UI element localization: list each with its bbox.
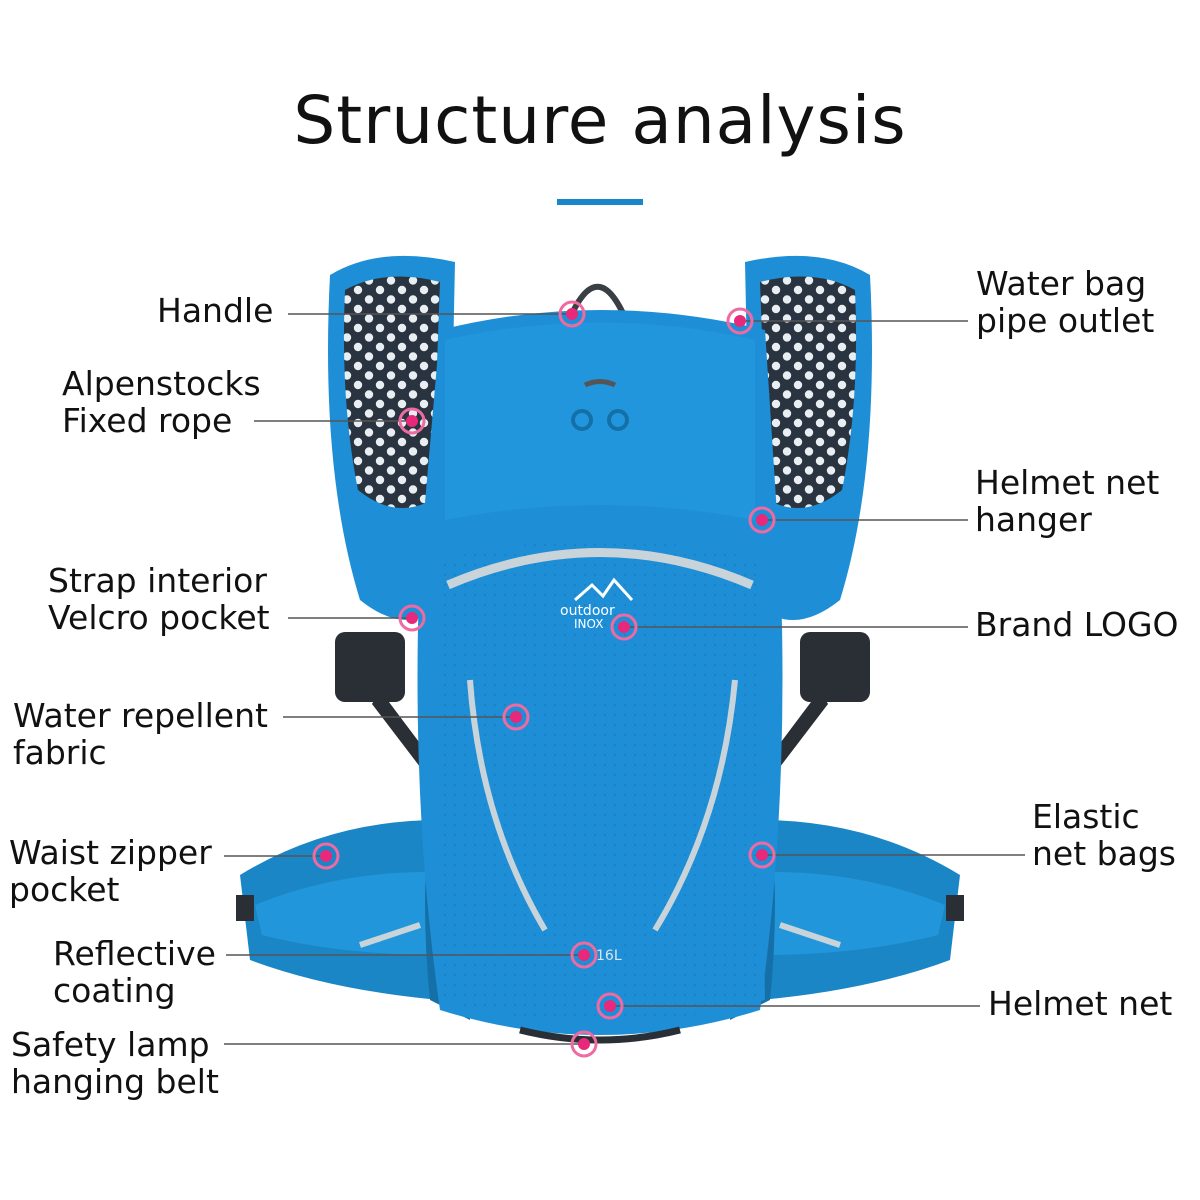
label-line: net bags	[1032, 834, 1176, 873]
label-reflective: Reflective coating	[53, 935, 216, 1009]
marker-alpenstocks	[398, 407, 426, 435]
label-alpenstocks: Alpenstocks Fixed rope	[62, 365, 261, 439]
marker-helmet-net	[596, 992, 624, 1020]
label-line: Reflective	[53, 934, 216, 973]
marker-helmet-hanger	[748, 506, 776, 534]
brand-logo: outdoor INOX	[560, 577, 634, 631]
label-water-bag: Water bag pipe outlet	[976, 265, 1154, 339]
label-line: Waist zipper	[9, 833, 212, 872]
svg-text:INOX: INOX	[574, 617, 603, 631]
label-fabric: Water repellent fabric	[13, 697, 268, 771]
marker-strap-pocket	[398, 604, 426, 632]
label-line: hanging belt	[11, 1062, 219, 1101]
label-line: Water repellent	[13, 696, 268, 735]
marker-elastic-bags	[748, 841, 776, 869]
label-line: Helmet net	[975, 463, 1160, 502]
marker-water-bag	[726, 307, 754, 335]
sternum-buckle-left	[335, 632, 405, 702]
label-line: Velcro pocket	[48, 598, 270, 637]
label-helmet-net: Helmet net	[988, 985, 1172, 1022]
label-safety-lamp: Safety lamp hanging belt	[11, 1026, 219, 1100]
marker-fabric	[502, 703, 530, 731]
label-line: fabric	[13, 733, 107, 772]
leader-lines	[224, 313, 1025, 1045]
page-title: Structure analysis	[293, 82, 907, 159]
marker-safety-lamp	[570, 1030, 598, 1058]
label-line: Alpenstocks	[62, 364, 261, 403]
title-underline	[557, 199, 643, 205]
marker-reflective	[570, 941, 598, 969]
label-line: Fixed rope	[62, 401, 233, 440]
label-helmet-hanger: Helmet net hanger	[975, 464, 1159, 538]
label-handle: Handle	[157, 292, 273, 329]
sternum-buckle-right	[800, 632, 870, 702]
label-line: Handle	[157, 291, 274, 330]
callout-markers	[312, 300, 776, 1058]
label-elastic-bags: Elastic net bags	[1032, 798, 1176, 872]
marker-waist-pocket	[312, 842, 340, 870]
marker-handle	[558, 300, 586, 328]
label-line: pocket	[9, 870, 120, 909]
label-line: Water bag	[976, 264, 1147, 303]
main-body	[417, 310, 783, 1044]
label-waist-pocket: Waist zipper pocket	[9, 834, 212, 908]
label-line: Helmet net	[988, 984, 1173, 1023]
svg-text:outdoor: outdoor	[560, 603, 615, 619]
label-brand-logo: Brand LOGO	[975, 606, 1179, 643]
label-line: Strap interior	[48, 561, 267, 600]
label-strap-pocket: Strap interior Velcro pocket	[48, 562, 270, 636]
capacity-label: 16L	[596, 948, 622, 964]
label-line: Safety lamp	[11, 1025, 210, 1064]
label-line: Brand LOGO	[975, 605, 1179, 644]
label-line: hanger	[975, 500, 1092, 539]
label-line: coating	[53, 971, 176, 1010]
label-line: pipe outlet	[976, 301, 1155, 340]
marker-brand-logo	[610, 613, 638, 641]
label-line: Elastic	[1032, 797, 1140, 836]
